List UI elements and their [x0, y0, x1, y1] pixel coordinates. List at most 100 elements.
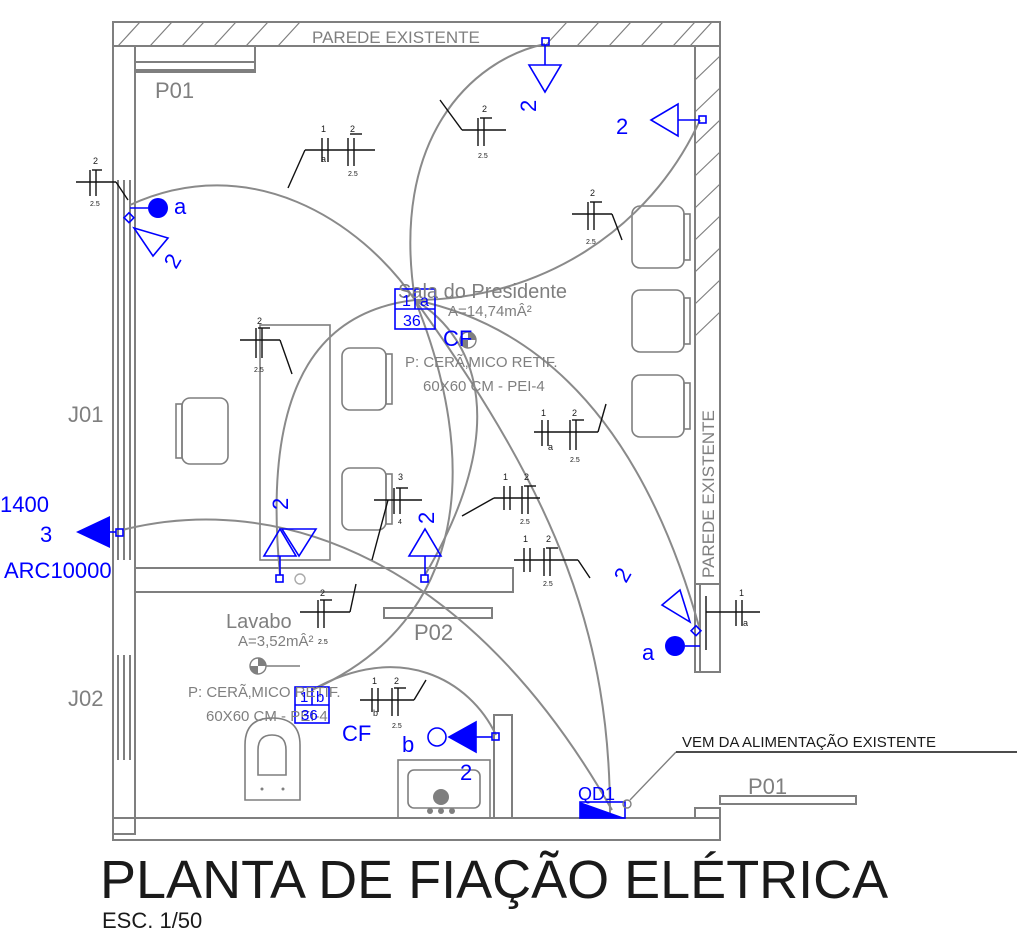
chair-right-3 — [631, 374, 691, 438]
outlet-circuit-top-center: 2 — [516, 100, 541, 112]
outlet-lavabo — [427, 720, 500, 754]
light-type-lavabo: CF — [342, 721, 371, 746]
tag8-gauge: 2.5 — [520, 519, 530, 526]
room-floor-lavabo-1: P: CERÃ‚MICO RETIF. — [188, 684, 341, 701]
tag12-switch: b — [373, 708, 378, 718]
electrical-symbols — [76, 37, 1017, 819]
switch-label-b: b — [402, 732, 414, 757]
light-power-sala: 36 — [403, 313, 421, 330]
outlet-desk-right — [407, 527, 443, 583]
chair-right-2 — [631, 289, 691, 353]
tag6-switch: a — [548, 442, 553, 452]
room-floor-lavabo-2: 60X60 CM - PEI-4 — [206, 708, 328, 725]
light-switch-lavabo: b — [316, 689, 324, 706]
ac-outlet — [76, 516, 124, 548]
light-power-lavabo: 36 — [301, 707, 318, 724]
tag9-circuit-1: 1 — [523, 534, 528, 544]
tag9-circuit-2: 2 — [546, 534, 551, 544]
tag6-circuit-1: 1 — [541, 408, 546, 418]
tag2-circuit-2: 2 — [350, 124, 355, 134]
light-fixture-symbol-lavabo — [249, 657, 300, 675]
wiring-conduits — [121, 43, 701, 816]
door-label-p01-top: P01 — [155, 78, 194, 103]
desk — [259, 324, 331, 561]
tag2-gauge: 2.5 — [348, 171, 358, 178]
wire-tag-1 — [76, 169, 129, 201]
outlet-left-wall — [122, 211, 170, 258]
tag5-gauge: 2.5 — [254, 367, 264, 374]
tag6-gauge: 2.5 — [570, 457, 580, 464]
wire-tag-6 — [534, 403, 607, 450]
toilet — [244, 717, 301, 801]
right-wall-label: PAREDE EXISTENTE — [699, 410, 718, 578]
switch-label-a-right: a — [642, 640, 655, 665]
tag5-circuit: 2 — [257, 316, 262, 326]
wire-tag-9 — [514, 547, 591, 579]
outlet-desk-center — [280, 528, 318, 585]
wire-tag-5 — [240, 327, 293, 375]
door-label-p01-bottom: P01 — [748, 774, 787, 799]
window-label-j02: J02 — [68, 686, 103, 711]
furniture — [175, 205, 691, 819]
light-type-sala: CF — [443, 326, 472, 351]
sink — [397, 759, 491, 819]
tag11-gauge: 2.5 — [318, 639, 328, 646]
outlet-circuit-top-right: 2 — [616, 114, 628, 139]
tag4-gauge: 2.5 — [586, 239, 596, 246]
light-point-sala — [394, 288, 436, 330]
outlet-circuit-desk-left: 2 — [268, 498, 293, 510]
labels: PAREDE EXISTENTE PAREDE EXISTENTE P01 P0… — [0, 28, 936, 933]
room-floor-sala-2: 60X60 CM - PEI-4 — [423, 378, 545, 395]
window-label-j01: J01 — [68, 402, 103, 427]
outlet-circuit-desk-right: 2 — [414, 512, 439, 524]
light-fixture-symbol-sala — [459, 331, 477, 349]
room-name-sala: Sala do Presidente — [398, 281, 567, 303]
tag11-circuit: 2 — [320, 588, 325, 598]
light-circuit-sala: 1 — [402, 293, 411, 310]
outlet-top-center — [527, 37, 563, 94]
outlet-right-wall — [660, 588, 703, 637]
switch-label-a-left: a — [174, 194, 187, 219]
light-circuit-lavabo: 1 — [300, 689, 308, 706]
outlet-circuit-right-wall: 2 — [609, 563, 637, 586]
tag1-circuit: 2 — [93, 156, 98, 166]
wire-tag-8 — [461, 485, 540, 517]
wire-tag-7 — [371, 487, 422, 561]
drawing-title: PLANTA DE FIAÇÃO ELÉTRICA — [100, 850, 888, 910]
wire-tag-10 — [705, 596, 760, 650]
top-wall-label: PAREDE EXISTENTE — [312, 28, 480, 47]
switch-a-right — [665, 636, 700, 656]
panel-qd1 — [579, 751, 1017, 819]
tag3-circuit: 2 — [482, 104, 487, 114]
wire-tag-3 — [439, 99, 506, 146]
light-point-lavabo — [294, 686, 330, 724]
room-floor-sala-1: P: CERÃ‚MICO RETIF. — [405, 354, 558, 371]
tag7-circuit: 3 — [398, 472, 403, 482]
ac-power: 1400 — [0, 492, 49, 517]
tag8-circuit-2: 2 — [524, 472, 529, 482]
panel-feed-note: VEM DA ALIMENTAÇÃO EXISTENTE — [682, 734, 936, 751]
tag12-circuit-2: 2 — [394, 676, 399, 686]
tag12-gauge: 2.5 — [392, 723, 402, 730]
switch-a-left — [130, 198, 168, 218]
drawing-scale: ESC. 1/50 — [102, 908, 202, 933]
wire-tag-4 — [572, 201, 623, 241]
wire-tag-12 — [360, 679, 427, 716]
tag7-gauge: 4 — [398, 519, 402, 526]
tag3-gauge: 2.5 — [478, 153, 488, 160]
tag10-circuit: 1 — [739, 588, 744, 598]
ac-model: ARC10000 — [4, 558, 112, 583]
tag2-circuit-1: 1 — [321, 124, 326, 134]
chair-desk-top — [341, 347, 393, 411]
outlet-top-right — [649, 102, 707, 138]
tag8-circuit-1: 1 — [503, 472, 508, 482]
outlet-desk-left — [262, 527, 298, 583]
outlet-circuit-left-wall: 2 — [159, 249, 187, 272]
wall-structure — [112, 21, 857, 841]
tag1-gauge: 2.5 — [90, 201, 100, 208]
room-area-sala: A=14,74mÂ² — [448, 303, 532, 320]
wire-tags — [76, 99, 760, 716]
chair-right-1 — [631, 205, 691, 269]
panel-label: QD1 — [578, 784, 615, 804]
